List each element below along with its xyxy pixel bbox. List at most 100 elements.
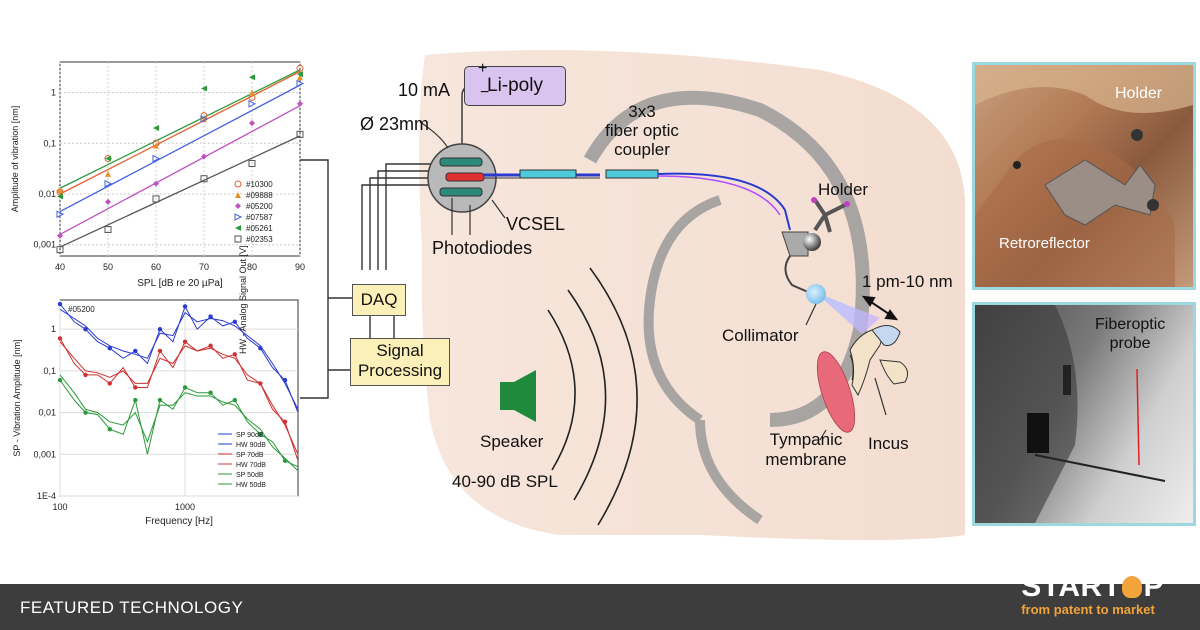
chart2-legend-label: SP 70dB: [236, 452, 264, 459]
diameter-label: Ø 23mm: [360, 114, 430, 134]
chart1-legend-label: #05200: [246, 202, 273, 211]
chart1-y-tick: 0,01: [38, 189, 56, 199]
chart1-legend-marker: [235, 225, 241, 231]
chart1-point: [152, 195, 160, 203]
chart2-point: [182, 385, 188, 390]
speaker-icon: [500, 370, 536, 422]
photo-probe-art: [975, 305, 1166, 523]
logo-tagline: from patent to market: [1021, 602, 1155, 617]
chart1-x-tick: 60: [151, 262, 161, 272]
chart1-fit-line: [59, 70, 301, 195]
signal-processing-box: Signal Processing: [350, 338, 450, 386]
chart2-legend-label: HW 70dB: [236, 462, 266, 469]
chart2-point: [107, 381, 112, 386]
chart2-legend-label: SP 90dB: [236, 432, 264, 439]
chart2-point: [157, 326, 163, 332]
collimator: [806, 284, 880, 334]
chart1-point: [200, 175, 208, 183]
chart1-fit-line: [59, 84, 301, 213]
chart1-point: [104, 179, 113, 188]
chart2-point: [208, 390, 213, 395]
chart1-xlabel: SPL [dB re 20 µPa]: [137, 278, 223, 289]
chart1-y-tick: 1: [51, 88, 56, 98]
chart2-x-tick: 1000: [175, 502, 195, 512]
chart1-point: [105, 170, 111, 177]
chart1-point: [104, 225, 112, 233]
chart2-legend-label: HW 50dB: [236, 482, 266, 489]
chart1-point: [57, 186, 63, 193]
chart2-xlabel: Frequency [Hz]: [145, 516, 213, 527]
chart1-x-tick: 40: [55, 262, 65, 272]
chart1-ylabel: Amplitude of vibration [nm]: [10, 106, 20, 213]
sound-waves: [547, 267, 638, 526]
chart2-point: [107, 345, 112, 351]
battery-plus: +: [478, 60, 488, 77]
chart1-point: [296, 79, 305, 88]
chart2-point: [232, 352, 238, 357]
chart2-point: [208, 314, 213, 319]
chart1-y-tick: 0,1: [43, 138, 56, 148]
featured-technology-label: FEATURED TECHNOLOGY: [20, 598, 244, 617]
probe-line-1: Fiberoptic: [1095, 316, 1166, 333]
chart2-point: [107, 426, 112, 432]
collimator-label: Collimator: [722, 326, 799, 345]
chart2-y-tick: 0,1: [43, 366, 56, 376]
chart1-point: [296, 64, 304, 72]
lightbulb-icon: [1122, 576, 1143, 598]
chart2-point: [133, 385, 138, 390]
battery-label: Li-poly: [487, 75, 543, 96]
battery-box: Li-poly: [464, 66, 566, 106]
chart2-point: [182, 304, 188, 309]
chart1-point: [201, 116, 207, 123]
chart2-point: [83, 326, 88, 332]
chart2-point: [208, 343, 213, 348]
incus-label: Incus: [868, 434, 909, 453]
photodiodes-label: Photodiodes: [432, 238, 533, 258]
chart1-legend-marker: [235, 192, 241, 198]
chart1-legend-marker: [234, 180, 242, 188]
leader-lines: [419, 121, 887, 441]
chart1-fit-line: [59, 105, 301, 235]
probe-line-2: probe: [1109, 335, 1151, 352]
chart2-point: [133, 397, 138, 403]
optical-head: [427, 143, 497, 213]
chart2-y-tick: 1E-4: [37, 491, 56, 501]
holder-device: [781, 197, 850, 293]
chart2-y-tick: 0,001: [33, 449, 56, 459]
chart1-x-tick: 50: [103, 262, 113, 272]
tympanic-line-2: membrane: [765, 450, 847, 469]
chart1-point: [57, 193, 63, 200]
chart1-point: [297, 74, 303, 81]
chart1-plot-area: [59, 61, 301, 257]
chart1-point: [153, 180, 159, 187]
chart1-x-tick: 80: [247, 262, 257, 272]
daq-label: DAQ: [360, 290, 398, 309]
chart1-legend-label: #05261: [246, 224, 273, 233]
coupler-label: 3x3 fiber optic coupler: [588, 102, 696, 159]
chart1-point: [248, 99, 257, 108]
chart1-point: [56, 210, 65, 219]
chart2-legend-label: SP 50dB: [236, 472, 264, 479]
chart2-y-tick: 0,01: [38, 408, 56, 418]
chart2-series-line: [59, 341, 299, 455]
photo-retroreflector-label: Retroreflector: [999, 235, 1090, 252]
chart1-legend-label: #07587: [246, 213, 273, 222]
chart1-point: [105, 155, 111, 162]
chart1-point: [296, 130, 304, 138]
chart2-point: [232, 319, 238, 325]
chart1-legend-marker: [234, 235, 242, 243]
chart2-series-line: [59, 308, 299, 410]
chart1-point: [249, 89, 255, 96]
chart1-point: [297, 100, 303, 107]
chart2-point: [232, 397, 238, 403]
spl-label: 40-90 dB SPL: [452, 472, 558, 491]
chart1-legend-label: #02353: [246, 235, 273, 244]
chart2-series-line: [59, 374, 299, 472]
chart1-legend-label: #10300: [246, 180, 273, 189]
daq-box: DAQ: [352, 284, 406, 316]
chart2-point: [83, 410, 88, 415]
chart2-point: [83, 372, 88, 378]
